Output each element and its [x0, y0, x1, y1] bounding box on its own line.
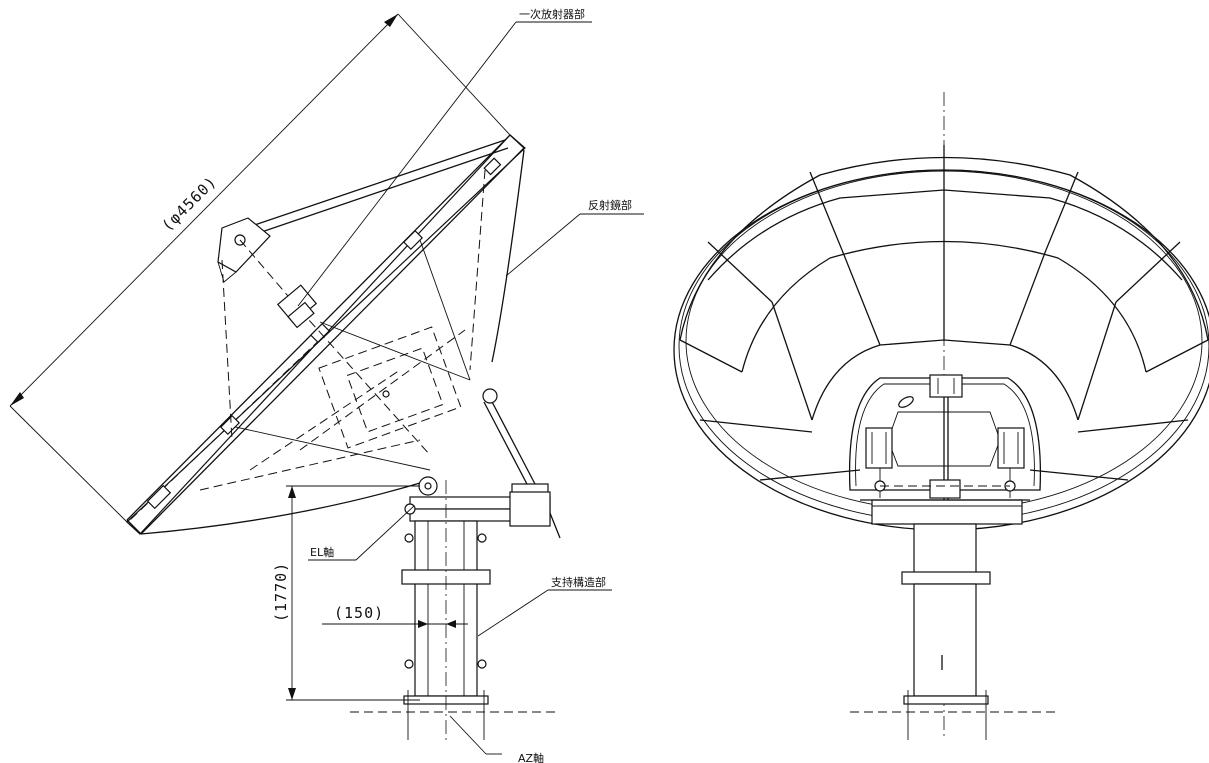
label-support-structure: 支持構造部 — [551, 575, 606, 589]
side-view: (φ4560) — [9, 7, 644, 763]
height-dimension-label: (1770) — [272, 562, 290, 622]
diameter-dimension: (φ4560) — [9, 13, 511, 523]
feed-assembly — [217, 139, 509, 456]
height-dimension: (1770) — [272, 485, 420, 701]
front-view — [673, 92, 1209, 740]
label-az-axis: AZ軸 — [518, 751, 544, 763]
label-reflector: 反射鏡部 — [588, 198, 632, 212]
pedestal-side — [350, 480, 555, 740]
offset-dimension: (150) — [322, 604, 468, 628]
offset-dimension-label: (150) — [334, 604, 384, 622]
label-primary-radiator: 一次放射器部 — [519, 7, 585, 21]
reflector-side — [126, 134, 526, 535]
pedestal-front — [850, 523, 1055, 740]
side-view-labels: 一次放射器部 反射鏡部 EL軸 支持構造部 AZ軸 — [297, 7, 644, 763]
label-el-axis: EL軸 — [310, 545, 334, 559]
elevation-mount — [404, 476, 551, 527]
